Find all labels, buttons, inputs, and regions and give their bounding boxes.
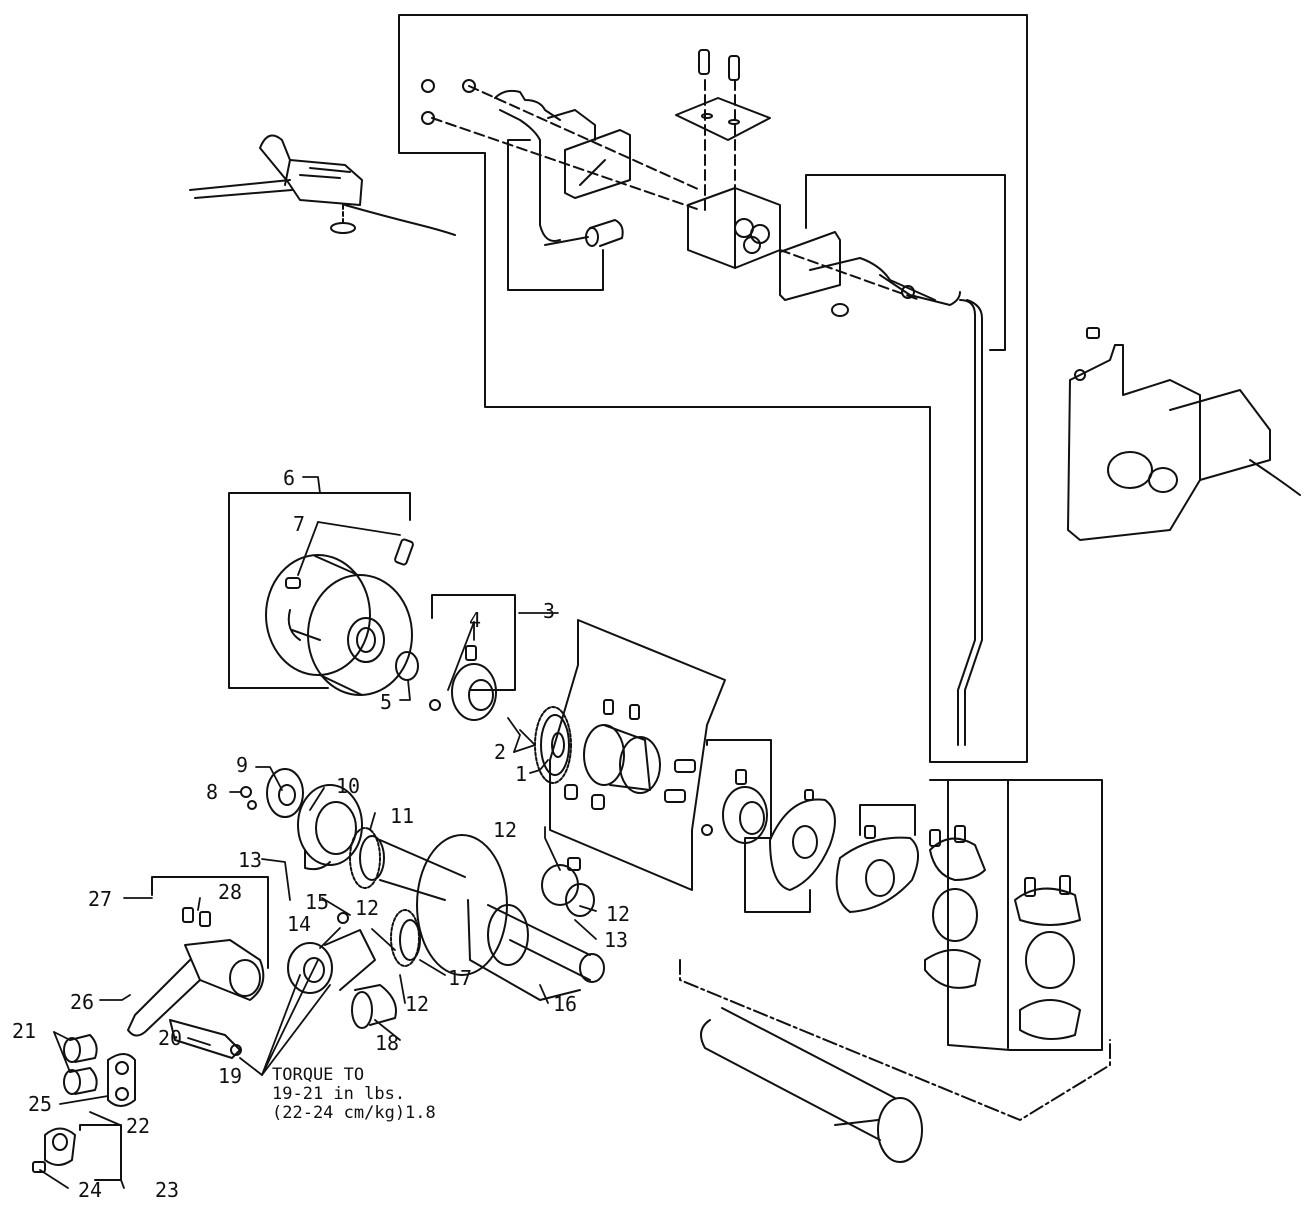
- callout-3: 3: [543, 599, 556, 623]
- link-group-frame: [151, 876, 269, 969]
- top-group-frame: [398, 14, 1028, 763]
- gear-17: [390, 909, 421, 967]
- spacer-ring: [395, 651, 419, 681]
- torque-line-3: (22-24 cm/kg)1.8: [272, 1103, 436, 1123]
- callout-13a: 13: [238, 848, 263, 872]
- torque-line-2: 19-21 in lbs.: [272, 1084, 406, 1104]
- callout-26: 26: [70, 990, 95, 1014]
- clamp-group-frame: [929, 779, 1103, 1051]
- gear-11: [349, 827, 385, 889]
- callout-12c: 12: [606, 902, 631, 926]
- cam-2: [835, 825, 919, 913]
- main-shaft: [700, 1007, 923, 1163]
- pins-21: [63, 1034, 98, 1095]
- torque-note: TORQUE TO 19-21 in lbs. (22-24 cm/kg)1.8: [272, 1066, 436, 1123]
- callout-6: 6: [283, 466, 296, 490]
- clamp-24: [32, 1127, 76, 1173]
- callout-7: 7: [293, 512, 306, 536]
- link-25: [107, 1053, 136, 1107]
- callout-13b: 13: [604, 928, 629, 952]
- top-plate: [675, 49, 771, 141]
- right-bracket: [779, 231, 961, 317]
- callout-15: 15: [305, 890, 330, 914]
- leader-lines: [39, 476, 597, 1189]
- bracket-plate: [547, 109, 631, 199]
- link-20: [169, 1019, 242, 1059]
- drive-pulley: [265, 538, 414, 696]
- long-rod: [957, 299, 976, 746]
- callout-25: 25: [28, 1092, 53, 1116]
- callout-17: 17: [448, 966, 473, 990]
- right-side-bracket: [1067, 327, 1301, 541]
- callout-12b: 12: [355, 896, 380, 920]
- callout-21: 21: [12, 1019, 37, 1043]
- sleeve-18: [351, 984, 397, 1029]
- cylinder-part: [544, 219, 624, 247]
- callout-1: 1: [515, 762, 528, 786]
- upper-left-bracket: [189, 134, 456, 236]
- hub-14: [287, 912, 376, 994]
- callout-12a: 12: [493, 818, 518, 842]
- callout-5: 5: [380, 690, 393, 714]
- callout-10: 10: [336, 774, 361, 798]
- shaft-group-frame: [679, 959, 1111, 1121]
- callout-14: 14: [287, 912, 312, 936]
- right-bracket-box: [805, 174, 1006, 351]
- central-block: [687, 187, 781, 269]
- callout-23: 23: [155, 1178, 180, 1202]
- coupling-group-frame: [549, 619, 726, 891]
- plate-9: [240, 768, 304, 818]
- torque-line-1: TORQUE TO: [272, 1065, 365, 1085]
- cam-1: [769, 789, 836, 891]
- shaft-16: [379, 834, 605, 1001]
- clutch-10: [297, 784, 363, 871]
- coupling-block: [564, 699, 696, 810]
- top-screws: [421, 79, 561, 242]
- collar: [429, 645, 497, 721]
- callout-22: 22: [126, 1114, 151, 1138]
- callout-20: 20: [158, 1026, 183, 1050]
- pulley-group-frame: [228, 492, 329, 689]
- clamp-12-pair: [541, 857, 595, 917]
- crank-link: [127, 907, 265, 1037]
- clamp-right: [1014, 875, 1081, 1040]
- clamp-left: [924, 825, 986, 989]
- callout-4: 4: [469, 608, 482, 632]
- callout-9: 9: [236, 753, 249, 777]
- callout-18: 18: [375, 1031, 400, 1055]
- callout-8: 8: [206, 780, 219, 804]
- callout-27: 27: [88, 887, 113, 911]
- callout-24: 24: [78, 1178, 103, 1202]
- callout-11: 11: [390, 804, 415, 828]
- callout-12d: 12: [405, 992, 430, 1016]
- collar-group-frame: [431, 594, 516, 691]
- linkage-bracket-box: [507, 139, 604, 291]
- split-collar: [701, 769, 768, 844]
- callout-16: 16: [553, 992, 578, 1016]
- callout-19: 19: [218, 1064, 243, 1088]
- callout-28: 28: [218, 880, 243, 904]
- callout-2: 2: [494, 740, 507, 764]
- drive-gear: [534, 706, 572, 784]
